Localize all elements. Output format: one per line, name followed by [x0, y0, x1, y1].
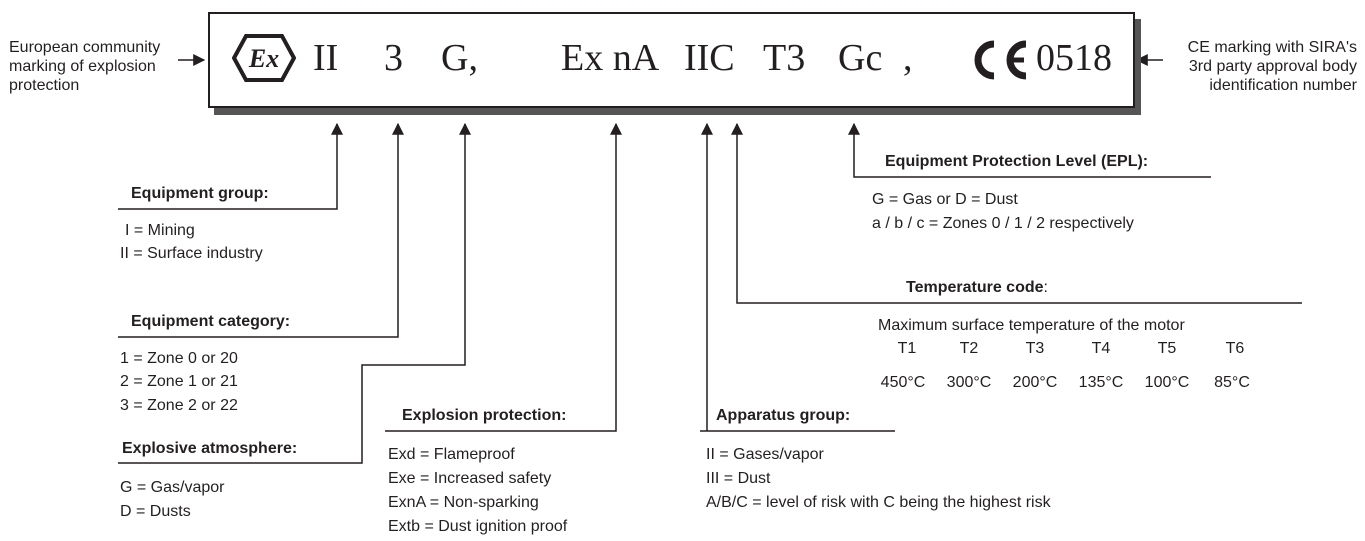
right-note: CE marking with SIRA's 3rd party approva…: [1187, 39, 1357, 94]
svg-text:Ex: Ex: [248, 44, 279, 73]
explosive-atmosphere-item: G = Gas/vapor: [120, 479, 225, 496]
marking-group: II: [313, 37, 339, 79]
apparatus-group-item: A/B/C = level of risk with C being the h…: [706, 494, 1051, 511]
epl-heading: Equipment Protection Level (EPL):: [885, 153, 1149, 170]
temperature-class: T4: [1091, 340, 1111, 357]
marking-protection: Ex nA: [561, 37, 660, 79]
epl-item: G = Gas or D = Dust: [872, 191, 1018, 208]
temperature-value: 135°C: [1078, 374, 1124, 391]
ce-mark-icon: [974, 40, 1027, 80]
marking-comma: ,: [903, 37, 913, 79]
temperature-class: T5: [1157, 340, 1177, 357]
apparatus-group-heading: Apparatus group:: [716, 407, 851, 424]
explosive-atmosphere-connector: [118, 122, 471, 464]
temperature-code-connector: [731, 122, 1302, 304]
left-note: European community marking of explosion …: [9, 39, 161, 94]
marking-temp: T3: [763, 37, 806, 79]
equipment-category-item: 2 = Zone 1 or 21: [120, 373, 238, 390]
marking-body-number: 0518: [1036, 37, 1112, 79]
temperature-value: 200°C: [1012, 374, 1058, 391]
equipment-category-item: 3 = Zone 2 or 22: [120, 397, 238, 414]
temperature-class: T2: [959, 340, 979, 357]
temperature-code-intro: Maximum surface temperature of the motor: [878, 317, 1185, 334]
marking-apparatus: IIC: [684, 37, 735, 79]
marking-epl: Gc: [838, 37, 883, 79]
equipment-category-item: 1 = Zone 0 or 20: [120, 350, 238, 367]
marking-category: 3: [384, 37, 403, 79]
temperature-class: T3: [1025, 340, 1045, 357]
equipment-group-item: I = Mining: [125, 222, 195, 239]
equipment-group-item: II = Surface industry: [120, 245, 263, 262]
apparatus-group-item: II = Gases/vapor: [706, 446, 824, 463]
explosion-protection-item: Extb = Dust ignition proof: [388, 518, 568, 535]
temperature-value: 300°C: [946, 374, 992, 391]
temperature-code-heading: Temperature code:: [906, 279, 1048, 296]
equipment-category-connector: [118, 122, 404, 338]
explosion-protection-heading: Explosion protection:: [402, 407, 567, 424]
epl-item: a / b / c = Zones 0 / 1 / 2 respectively: [872, 215, 1134, 232]
explosive-atmosphere-item: D = Dusts: [120, 503, 191, 520]
equipment-group-connector: [118, 122, 343, 210]
explosion-protection-item: Exd = Flameproof: [388, 446, 515, 463]
ex-hexagon-icon: Ex: [232, 34, 296, 82]
temperature-class: T1: [897, 340, 917, 357]
temperature-value-row: 450°C 300°C 200°C 135°C 100°C 85°C: [0, 374, 1365, 394]
temperature-class-row: T1 T2 T3 T4 T5 T6: [0, 340, 1365, 360]
explosive-atmosphere-heading: Explosive atmosphere:: [122, 440, 298, 457]
equipment-group-heading: Equipment group:: [131, 185, 269, 202]
equipment-category-heading: Equipment category:: [131, 313, 291, 330]
explosion-protection-item: Exe = Increased safety: [388, 470, 552, 487]
explosion-protection-item: ExnA = Non-sparking: [388, 494, 539, 511]
temperature-value: 100°C: [1144, 374, 1190, 391]
apparatus-group-item: III = Dust: [706, 470, 771, 487]
epl-connector: [848, 122, 1211, 178]
explosion-protection-connector: [385, 122, 622, 432]
temperature-value: 450°C: [880, 374, 926, 391]
temperature-value: 85°C: [1214, 374, 1250, 391]
temperature-class: T6: [1225, 340, 1245, 357]
marking-atmosphere: G,: [441, 37, 478, 79]
